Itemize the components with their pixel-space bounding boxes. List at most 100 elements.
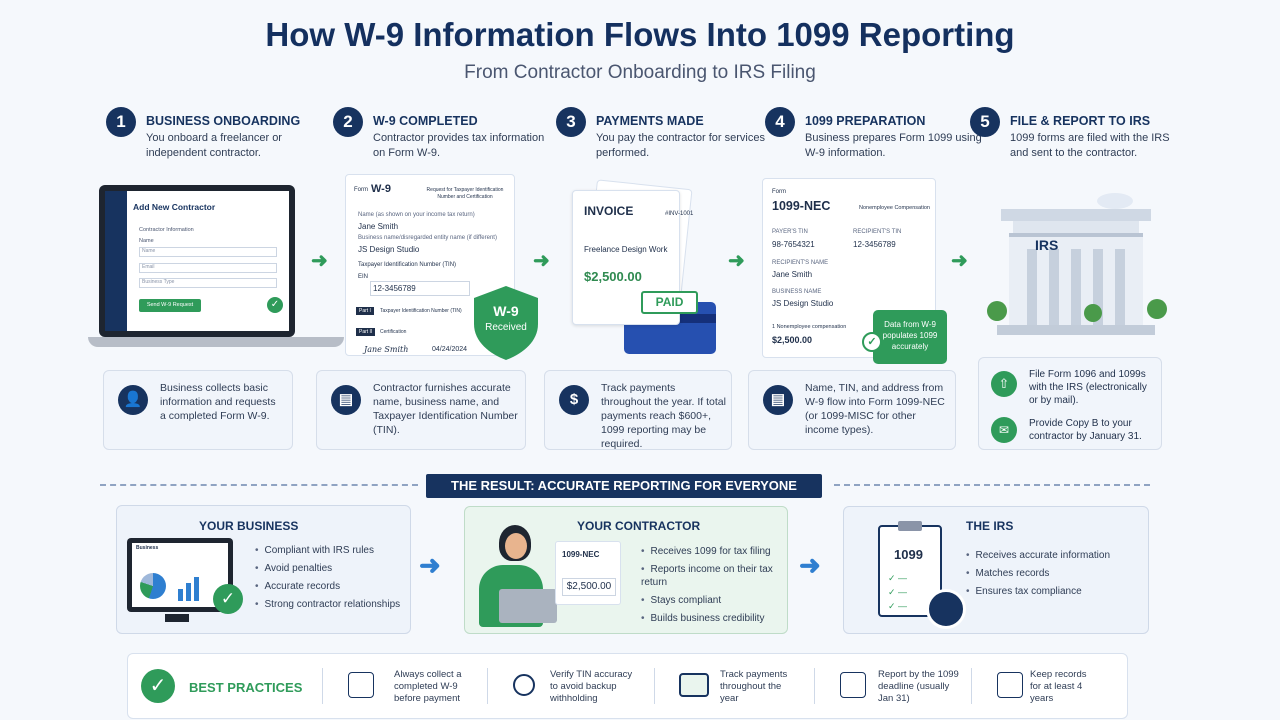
cloud-upload-icon: ⇧ bbox=[991, 371, 1017, 397]
separator bbox=[322, 668, 323, 704]
desc-text: Track payments throughout the year. If t… bbox=[601, 382, 726, 450]
laptop-field-label: Name bbox=[139, 238, 154, 244]
bullet: Stays compliant bbox=[641, 592, 781, 610]
irs-sign: IRS bbox=[1035, 237, 1059, 253]
w9-part1: Part I bbox=[356, 307, 374, 315]
email-input[interactable]: Email bbox=[139, 263, 277, 273]
w9-tin-value: 12-3456789 bbox=[370, 281, 470, 296]
w9-part1-text: Taxpayer Identification Number (TIN) bbox=[380, 308, 462, 314]
result-contractor: YOUR CONTRACTOR 1099-NEC $2,500.00 Recei… bbox=[464, 506, 788, 634]
contractor-face bbox=[505, 533, 527, 559]
step-description: You onboard a freelancer or independent … bbox=[146, 132, 282, 159]
bullet: Accurate records bbox=[255, 578, 400, 596]
desc-card-onboarding: 👤 Business collects basic information an… bbox=[103, 370, 293, 450]
name-input[interactable]: Name bbox=[139, 247, 277, 257]
magnifier-icon bbox=[513, 674, 535, 696]
contractor-amount: $2,500.00 bbox=[562, 578, 616, 596]
step-description: 1099 forms are filed with the IRS and se… bbox=[1010, 132, 1170, 159]
bullet: Receives 1099 for tax filing bbox=[641, 543, 781, 561]
w9-received-badge bbox=[474, 286, 538, 360]
best-practice-item: Report by the 1099 deadline (usually Jan… bbox=[878, 669, 959, 704]
business-name-label: BUSINESS NAME bbox=[772, 289, 822, 295]
business-name: JS Design Studio bbox=[772, 299, 834, 308]
desc-text: Name, TIN, and address from W-9 flow int… bbox=[805, 382, 945, 436]
bullet: Avoid penalties bbox=[255, 560, 400, 578]
bullet: Receives accurate information bbox=[966, 547, 1111, 565]
payer-tin-label: PAYER'S TIN bbox=[772, 229, 808, 235]
bullet: Strong contractor relationships bbox=[255, 596, 401, 614]
w9-biz-value: JS Design Studio bbox=[358, 245, 420, 254]
desc-card-1099: ▤ Name, TIN, and address from W-9 flow i… bbox=[748, 370, 956, 450]
result-business: YOUR BUSINESS Business ✓ Compliant with … bbox=[116, 505, 411, 634]
desc-card-payments: $ Track payments throughout the year. If… bbox=[544, 370, 732, 450]
separator bbox=[487, 668, 488, 704]
laptop-section: Contractor Information bbox=[139, 227, 194, 233]
comp-value: $2,500.00 bbox=[772, 335, 813, 345]
desc-text: Business collects basic information and … bbox=[160, 382, 276, 422]
desc-text: Contractor furnishes accurate name, busi… bbox=[373, 382, 518, 436]
checklist-icon bbox=[348, 672, 374, 698]
data-callout: Data from W-9 populates 1099 accurately bbox=[873, 310, 947, 364]
w9-name-label: Name (as shown on your income tax return… bbox=[358, 212, 475, 218]
pie-chart-icon bbox=[140, 573, 166, 599]
w9-ein-label: EIN bbox=[358, 274, 369, 280]
result-business-title: YOUR BUSINESS bbox=[199, 519, 299, 533]
arrow-right-icon: ➜ bbox=[419, 550, 441, 580]
bullet: Ensures tax compliance bbox=[966, 583, 1110, 601]
w9-heading: Request for Taxpayer Identification Numb… bbox=[426, 187, 504, 200]
page-title: How W-9 Information Flows Into 1099 Repo… bbox=[265, 16, 1015, 53]
clipboard-icon: 1099 ✓ ― ✓ ― ✓ ― bbox=[878, 521, 942, 617]
result-contractor-title: YOUR CONTRACTOR bbox=[577, 519, 701, 533]
bullet: Reports income on their tax return bbox=[641, 563, 781, 589]
bullet: Compliant with IRS rules bbox=[255, 542, 400, 560]
step-title: FILE & REPORT TO IRS bbox=[1010, 114, 1151, 128]
invoice-title: INVOICE bbox=[584, 204, 634, 218]
separator bbox=[971, 668, 972, 704]
contractor-bullets: Receives 1099 for tax filing Reports inc… bbox=[641, 543, 781, 628]
records-icon bbox=[997, 672, 1023, 698]
business-bullets: Compliant with IRS rules Avoid penalties… bbox=[255, 542, 401, 614]
calendar-icon bbox=[840, 672, 866, 698]
w9-tin-label: Taxpayer Identification Number (TIN) bbox=[358, 262, 457, 268]
invoice-number: #INV-1001 bbox=[665, 211, 694, 217]
person-icon: 👤 bbox=[118, 385, 148, 415]
check-icon: ✓ bbox=[267, 297, 283, 313]
w9-badge-line1: W-9 bbox=[493, 303, 519, 319]
form-label: Form bbox=[772, 189, 786, 195]
result-banner: THE RESULT: ACCURATE REPORTING FOR EVERY… bbox=[426, 474, 822, 498]
arrow-right-icon: ➜ bbox=[951, 250, 968, 272]
best-practice-item: Track payments throughout the year bbox=[720, 669, 788, 704]
paid-stamp: PAID bbox=[641, 291, 698, 314]
w9-name-value: Jane Smith bbox=[358, 222, 399, 231]
laptop-app: Add New Contractor Contractor Informatio… bbox=[127, 191, 289, 331]
separator bbox=[654, 668, 655, 704]
send-w9-button[interactable]: Send W-9 Request bbox=[139, 299, 201, 312]
irs-seal-icon bbox=[926, 589, 966, 629]
cash-icon bbox=[679, 673, 709, 697]
monitor-icon: Business bbox=[127, 538, 233, 612]
dollar-icon: $ bbox=[559, 385, 589, 415]
best-practice-item: Verify TIN accuracy to avoid backup with… bbox=[550, 669, 633, 704]
w9-part2: Part II bbox=[356, 328, 376, 336]
invoice-amount: $2,500.00 bbox=[584, 269, 642, 284]
contractor-form-name: 1099-NEC bbox=[562, 550, 600, 559]
comp-label: 1 Nonemployee compensation bbox=[772, 324, 847, 330]
desc-card-w9: ▤ Contractor furnishes accurate name, bu… bbox=[316, 370, 526, 450]
desc-card-filing: ⇧ File Form 1096 and 1099s with the IRS … bbox=[978, 357, 1162, 450]
check-circle-icon: ✓ bbox=[141, 669, 175, 703]
w9-biz-label: Business name/disregarded entity name (i… bbox=[358, 235, 497, 241]
step-number: 5 bbox=[970, 107, 1000, 137]
laptop-screen: Add New Contractor Contractor Informatio… bbox=[99, 185, 295, 337]
invoice: INVOICE #INV-1001 Freelance Design Work … bbox=[572, 190, 698, 325]
w9-part2-text: Certification bbox=[380, 329, 407, 335]
divider-right bbox=[834, 484, 1150, 486]
recipient-tin-label: RECIPIENT'S TIN bbox=[853, 229, 902, 235]
laptop-sidebar bbox=[105, 191, 127, 331]
divider-left bbox=[100, 484, 418, 486]
check-icon: ✓ bbox=[213, 584, 243, 614]
business-type-select[interactable]: Business Type bbox=[139, 278, 277, 288]
irs-building-icon bbox=[987, 193, 1167, 335]
step-title: BUSINESS ONBOARDING bbox=[146, 114, 301, 128]
separator bbox=[814, 668, 815, 704]
bullet: Builds business credibility bbox=[641, 610, 781, 628]
